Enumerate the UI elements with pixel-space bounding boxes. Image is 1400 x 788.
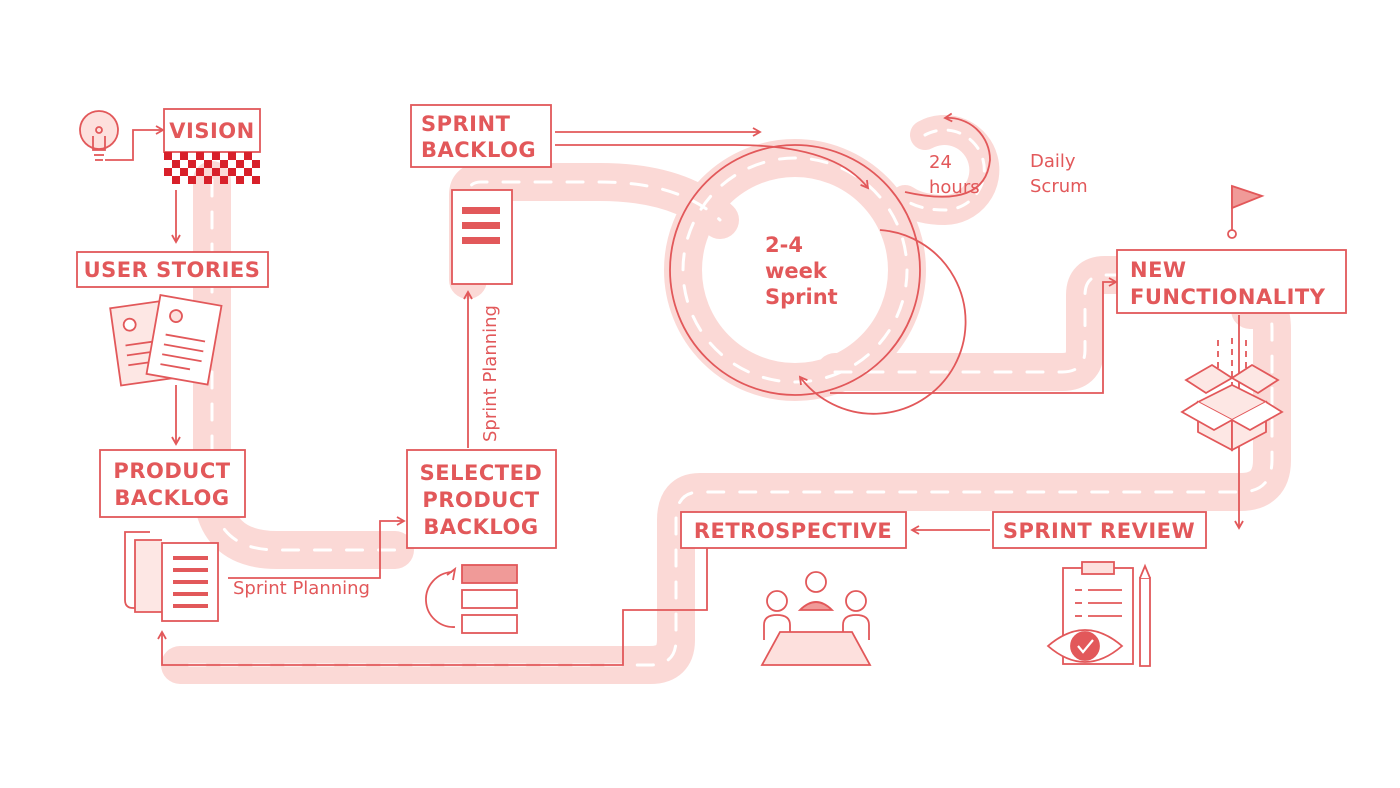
- retrospective-node: RETROSPECTIVE: [680, 511, 907, 549]
- new-functionality-node: NEW FUNCTIONALITY: [1116, 249, 1347, 314]
- daily-scrum-label-1: Daily: [1030, 151, 1076, 172]
- sprint-planning-label-horizontal: Sprint Planning: [233, 578, 370, 599]
- connectors: [105, 112, 1244, 666]
- sprint-cycle-label-3: Sprint: [765, 285, 838, 309]
- goal-flag-icon: [1227, 184, 1265, 239]
- box-icon: [1180, 338, 1284, 452]
- sprint-backlog-node: SPRINT BACKLOG: [410, 104, 552, 168]
- daily-cycle-label-2: hours: [929, 177, 980, 198]
- sprint-review-label: SPRINT REVIEW: [1003, 519, 1195, 543]
- product-backlog-node: PRODUCT BACKLOG: [99, 449, 246, 518]
- sprint-cycle-label-1: 2-4: [765, 233, 803, 257]
- daily-scrum-label-2: Scrum: [1030, 176, 1088, 197]
- documents-icon: [109, 294, 223, 387]
- selected-product-backlog-label-1: SELECTED: [420, 461, 543, 485]
- sprint-review-node: SPRINT REVIEW: [992, 511, 1207, 549]
- sprint-backlog-label-1: SPRINT: [421, 112, 511, 136]
- vision-label: VISION: [169, 119, 254, 143]
- selected-product-backlog-label-2: PRODUCT: [422, 488, 539, 512]
- product-backlog-label-2: BACKLOG: [114, 486, 229, 510]
- sprint-planning-label-vertical: Sprint Planning: [480, 305, 501, 442]
- product-backlog-label-1: PRODUCT: [113, 459, 230, 483]
- stack-icon: [425, 564, 518, 634]
- user-stories-label: USER STORIES: [84, 258, 261, 282]
- selected-product-backlog-label-3: BACKLOG: [423, 515, 538, 539]
- sprint-backlog-label-2: BACKLOG: [421, 138, 536, 162]
- retrospective-label: RETROSPECTIVE: [694, 519, 892, 543]
- daily-cycle-label-1: 24: [929, 152, 952, 173]
- selected-product-backlog-node: SELECTED PRODUCT BACKLOG: [406, 449, 557, 549]
- lightbulb-icon: [79, 110, 119, 161]
- sprint-cycle-label-2: week: [765, 259, 828, 283]
- review-icon: [1046, 561, 1151, 667]
- vision-node: VISION: [163, 108, 261, 153]
- document-icon: [451, 189, 513, 285]
- backlog-list-icon: [124, 531, 219, 622]
- meeting-icon: [760, 571, 872, 666]
- road: [161, 115, 1291, 684]
- new-functionality-label-1: NEW: [1130, 258, 1187, 282]
- new-functionality-label-2: FUNCTIONALITY: [1130, 285, 1326, 309]
- checkered-flag-icon: [164, 152, 260, 184]
- user-stories-node: USER STORIES: [76, 251, 269, 288]
